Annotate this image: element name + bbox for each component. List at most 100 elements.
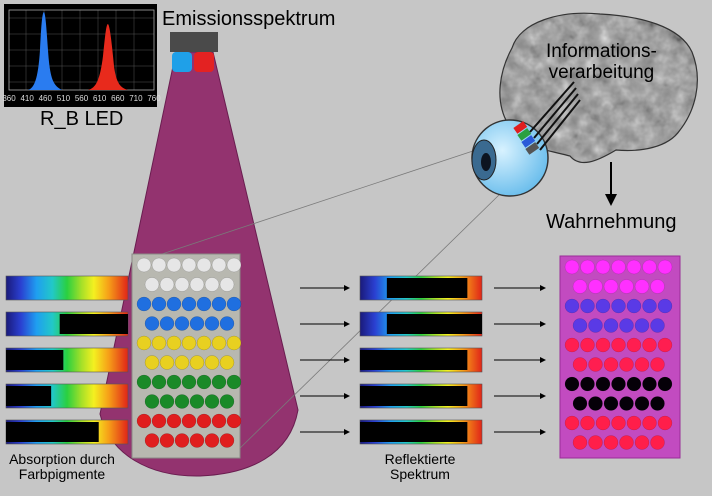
red-pigment-dot	[174, 433, 190, 448]
white-perceived-dot	[588, 279, 603, 294]
blue-pigment-dot	[174, 316, 190, 331]
red-perceived-dot	[650, 435, 665, 450]
green-pigment-dot	[166, 374, 182, 390]
reflected-absorbed-band	[360, 386, 468, 406]
reflected-line-1: Reflektierte	[384, 451, 456, 467]
green-perceived-dot	[588, 396, 603, 411]
blue-pigment-dot	[151, 296, 167, 312]
red-perceived-dot	[595, 415, 611, 431]
absorption-strip	[5, 383, 129, 409]
yellow-pigment-dot	[211, 335, 227, 351]
flow-arrow	[494, 393, 546, 399]
white-perceived-dot	[580, 259, 595, 275]
blue-perceived-dot	[580, 298, 595, 314]
reflected-strip	[359, 275, 483, 301]
green-pigment-dot	[189, 394, 205, 409]
sight-line-top	[149, 147, 483, 259]
green-pigment-dot	[219, 394, 235, 409]
blue-pigment-dot	[136, 296, 152, 312]
yellow-perceived-dot	[657, 337, 673, 353]
flow-arrow	[300, 285, 350, 291]
perceived-card	[559, 255, 681, 459]
green-perceived-dot	[650, 396, 665, 411]
yellow-pigment-dot	[196, 335, 212, 351]
blue-perceived-dot	[634, 318, 650, 333]
red-pigment-dot	[181, 413, 197, 429]
blue-pigment-dot	[166, 296, 182, 312]
white-pigment-dot	[174, 277, 190, 292]
perception-arrow	[605, 162, 617, 206]
spectrum-tick-label: 710	[129, 94, 143, 103]
blue-led	[172, 52, 192, 72]
optic-nerve-lines	[529, 81, 581, 151]
green-perceived-dot	[572, 396, 588, 411]
yellow-pigment-dot	[151, 335, 167, 351]
yellow-pigment-dot	[144, 355, 160, 370]
yellow-pigment-dot	[181, 335, 197, 351]
white-perceived-dot	[657, 259, 673, 275]
yellow-perceived-dot	[595, 337, 611, 353]
led-label: R_B LED	[40, 108, 124, 130]
reflected-line-2: Spektrum	[390, 466, 450, 483]
reflected-absorbed-band	[386, 314, 482, 334]
white-pigment-dot	[159, 277, 175, 292]
green-pigment-dot	[159, 394, 175, 409]
spectrum-tick-label: 410	[20, 94, 34, 103]
absorption-strip	[5, 419, 129, 445]
blue-pigment-dot	[189, 316, 205, 331]
red-pigment-dot	[196, 413, 212, 429]
red-perceived-dot	[564, 415, 580, 431]
blue-pigment-dot	[219, 316, 235, 331]
red-perceived-dot	[611, 415, 626, 431]
spectrum-tick-label: 460	[39, 94, 53, 103]
blue-perceived-dot	[588, 318, 603, 333]
red-pigment-dot	[136, 413, 152, 429]
blue-pigment-dot	[196, 296, 212, 312]
yellow-perceived-dot	[611, 337, 626, 353]
spectrum-tick-label: 760	[147, 94, 161, 103]
spectrum-tick-label: 360	[2, 94, 16, 103]
spectrum-tick-label: 510	[57, 94, 71, 103]
led-package	[170, 32, 218, 72]
absorption-label: Absorption durch Farbpigmente	[6, 451, 118, 483]
absorption-strip	[5, 275, 129, 301]
flow-arrow	[494, 357, 546, 363]
blue-perceived-dot	[657, 298, 673, 314]
blue-perceived-dot	[603, 318, 619, 333]
red-perceived-dot	[619, 435, 634, 450]
red-pigment-dot	[189, 433, 205, 448]
blue-pigment-dot	[204, 316, 220, 331]
absorption-line-2: Farbpigmente	[18, 466, 106, 483]
green-pigment-dot	[151, 374, 167, 390]
pigment-card	[131, 253, 242, 459]
white-pigment-dot	[136, 257, 152, 273]
green-perceived-dot	[626, 376, 642, 392]
red-pigment-dot	[226, 413, 242, 429]
red-led	[194, 52, 214, 72]
yellow-perceived-dot	[642, 337, 657, 353]
green-perceived-dot	[619, 396, 634, 411]
yellow-perceived-dot	[564, 337, 580, 353]
green-pigment-dot	[136, 374, 152, 390]
info-line-1: Informations-	[546, 41, 657, 62]
perception-label: Wahrnehmung	[546, 211, 677, 233]
red-perceived-dot	[572, 435, 588, 450]
white-pigment-dot	[219, 277, 235, 292]
flow-arrow	[494, 321, 546, 327]
yellow-pigment-dot	[226, 335, 242, 351]
white-perceived-dot	[595, 259, 611, 275]
eye	[471, 119, 549, 197]
absorption-line-1: Absorption durch	[9, 451, 115, 467]
yellow-perceived-dot	[650, 357, 665, 372]
green-perceived-dot	[580, 376, 595, 392]
yellow-perceived-dot	[619, 357, 634, 372]
white-perceived-dot	[572, 279, 588, 294]
absorption-absorbed-band	[6, 422, 99, 442]
yellow-perceived-dot	[603, 357, 619, 372]
blue-pigment-dot	[159, 316, 175, 331]
white-perceived-dot	[626, 259, 642, 275]
yellow-perceived-dot	[580, 337, 595, 353]
white-pigment-dot	[196, 257, 212, 273]
yellow-perceived-dot	[634, 357, 650, 372]
